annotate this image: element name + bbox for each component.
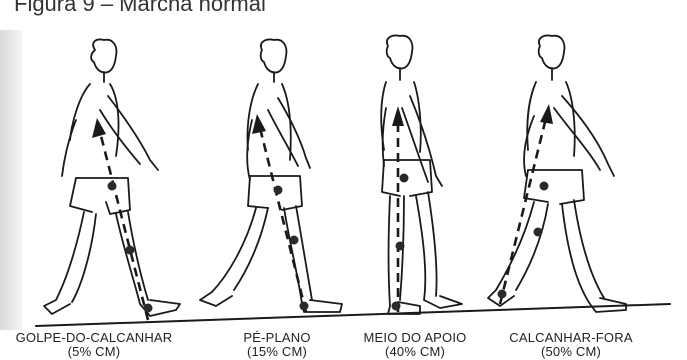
arrowhead-4: [540, 104, 553, 124]
figure-heel-strike: [44, 39, 180, 316]
joint-dot: [392, 302, 401, 311]
joint-dot: [300, 302, 309, 311]
phase-label-heel-off: CALCANHAR-FORA (50% CM): [496, 331, 646, 359]
joint-dot: [274, 186, 283, 195]
phase-label-mid-stance: MEIO DO APOIO (40% CM): [350, 331, 480, 359]
ground-line: [36, 304, 670, 326]
arrowhead-1: [92, 118, 106, 138]
weight-line-1: [100, 132, 148, 320]
figure-mid-stance: [381, 35, 462, 314]
phase-label-flat-foot: PÉ-PLANO (15% CM): [222, 331, 332, 359]
phase-percent: (50% CM): [496, 345, 646, 359]
phase-name: CALCANHAR-FORA: [509, 330, 632, 345]
joint-dot: [144, 304, 153, 313]
joint-dot: [126, 246, 135, 255]
joint-dot: [534, 228, 543, 237]
phase-name: MEIO DO APOIO: [363, 330, 466, 345]
phase-percent: (5% CM): [14, 345, 174, 359]
joint-dot: [290, 236, 299, 245]
arrowhead-2: [252, 114, 266, 134]
phase-name: PÉ-PLANO: [243, 330, 310, 345]
joint-dot: [400, 174, 409, 183]
joint-dot: [540, 182, 549, 191]
phase-label-heel-strike: GOLPE-DO-CALCANHAR (5% CM): [14, 331, 174, 359]
joint-dot: [498, 290, 507, 299]
phase-percent: (15% CM): [222, 345, 332, 359]
joint-dot: [396, 242, 405, 251]
joint-dot: [108, 182, 117, 191]
phase-percent: (40% CM): [350, 345, 480, 359]
phase-name: GOLPE-DO-CALCANHAR: [16, 330, 173, 345]
